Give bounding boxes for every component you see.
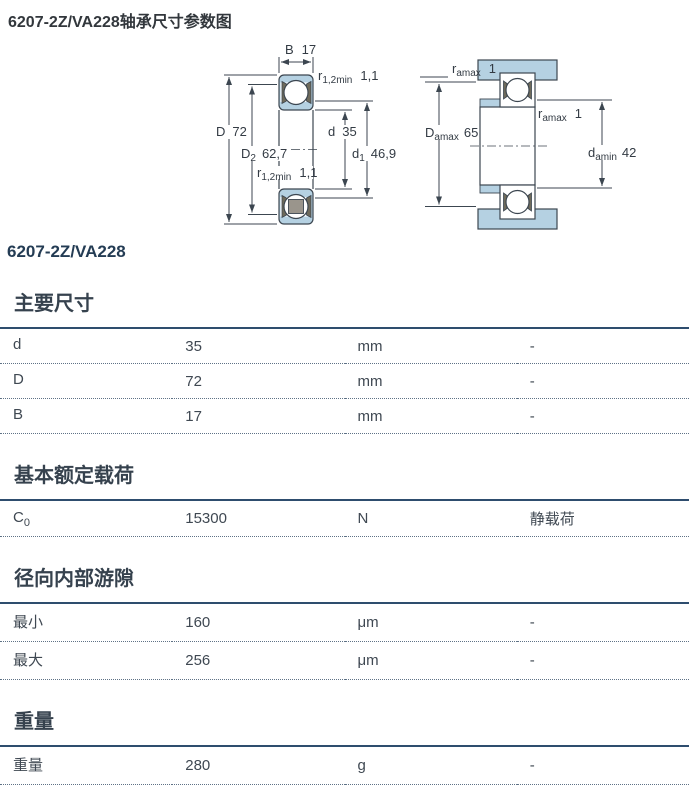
table-row: 最大 256 μm -	[0, 641, 689, 680]
table-row: D 72 mm -	[0, 363, 689, 399]
unit-cell: g	[344, 746, 517, 785]
section-weight: 重量 重量 280 g -	[0, 705, 689, 785]
value-cell: 17	[172, 398, 345, 434]
spec-table-main-dimensions: d 35 mm - D 72 mm - B 17 mm -	[0, 327, 689, 434]
label-backplates	[213, 125, 636, 179]
param-cell: C0	[0, 500, 173, 537]
table-row: B 17 mm -	[0, 398, 689, 434]
param-cell: 重量	[0, 746, 173, 785]
value-cell: 280	[172, 746, 345, 785]
table-row: d 35 mm -	[0, 328, 689, 364]
value-cell: 160	[172, 603, 345, 642]
section-title: 重量	[14, 711, 54, 733]
param-cell: d	[0, 328, 173, 364]
spec-table-clearance: 最小 160 μm - 最大 256 μm -	[0, 602, 689, 680]
value-cell: 256	[172, 641, 345, 680]
param-cell: 最小	[0, 603, 173, 642]
note-cell: -	[516, 398, 689, 434]
param-cell: D	[0, 363, 173, 399]
note-cell: 静载荷	[516, 500, 689, 537]
left-view-dimension-lines	[224, 57, 373, 225]
table-row: C0 15300 N 静载荷	[0, 500, 689, 537]
product-title: 6207-2Z/VA228	[7, 242, 126, 261]
value-cell: 35	[172, 328, 345, 364]
unit-cell: mm	[344, 398, 517, 434]
value-cell: 72	[172, 363, 345, 399]
section-title: 主要尺寸	[14, 293, 94, 315]
note-cell: -	[516, 746, 689, 785]
unit-cell: N	[344, 500, 517, 537]
unit-cell: μm	[344, 641, 517, 680]
spec-table-load-ratings: C0 15300 N 静载荷	[0, 499, 689, 537]
note-cell: -	[516, 603, 689, 642]
note-cell: -	[516, 328, 689, 364]
note-cell: -	[516, 363, 689, 399]
section-title: 基本额定载荷	[14, 465, 134, 487]
right-mounting-section	[470, 59, 558, 230]
section-radial-internal-clearance: 径向内部游隙 最小 160 μm - 最大 256 μm -	[0, 562, 689, 680]
note-cell: -	[516, 641, 689, 680]
unit-cell: mm	[344, 363, 517, 399]
right-view-dimension-lines	[420, 76, 612, 207]
table-row: 重量 280 g -	[0, 746, 689, 785]
unit-cell: μm	[344, 603, 517, 642]
param-cell: B	[0, 398, 173, 434]
param-cell: 最大	[0, 641, 173, 680]
section-main-dimensions: 主要尺寸 d 35 mm - D 72 mm - B 17 mm -	[0, 287, 689, 434]
section-basic-load-ratings: 基本额定载荷 C0 15300 N 静载荷	[0, 459, 689, 537]
section-title: 径向内部游隙	[14, 568, 134, 590]
left-bearing-section	[278, 74, 314, 225]
value-cell: 15300	[172, 500, 345, 537]
spec-table-weight: 重量 280 g -	[0, 745, 689, 785]
table-row: 最小 160 μm -	[0, 603, 689, 642]
page-title: 6207-2Z/VA228轴承尺寸参数图	[8, 14, 232, 31]
unit-cell: mm	[344, 328, 517, 364]
